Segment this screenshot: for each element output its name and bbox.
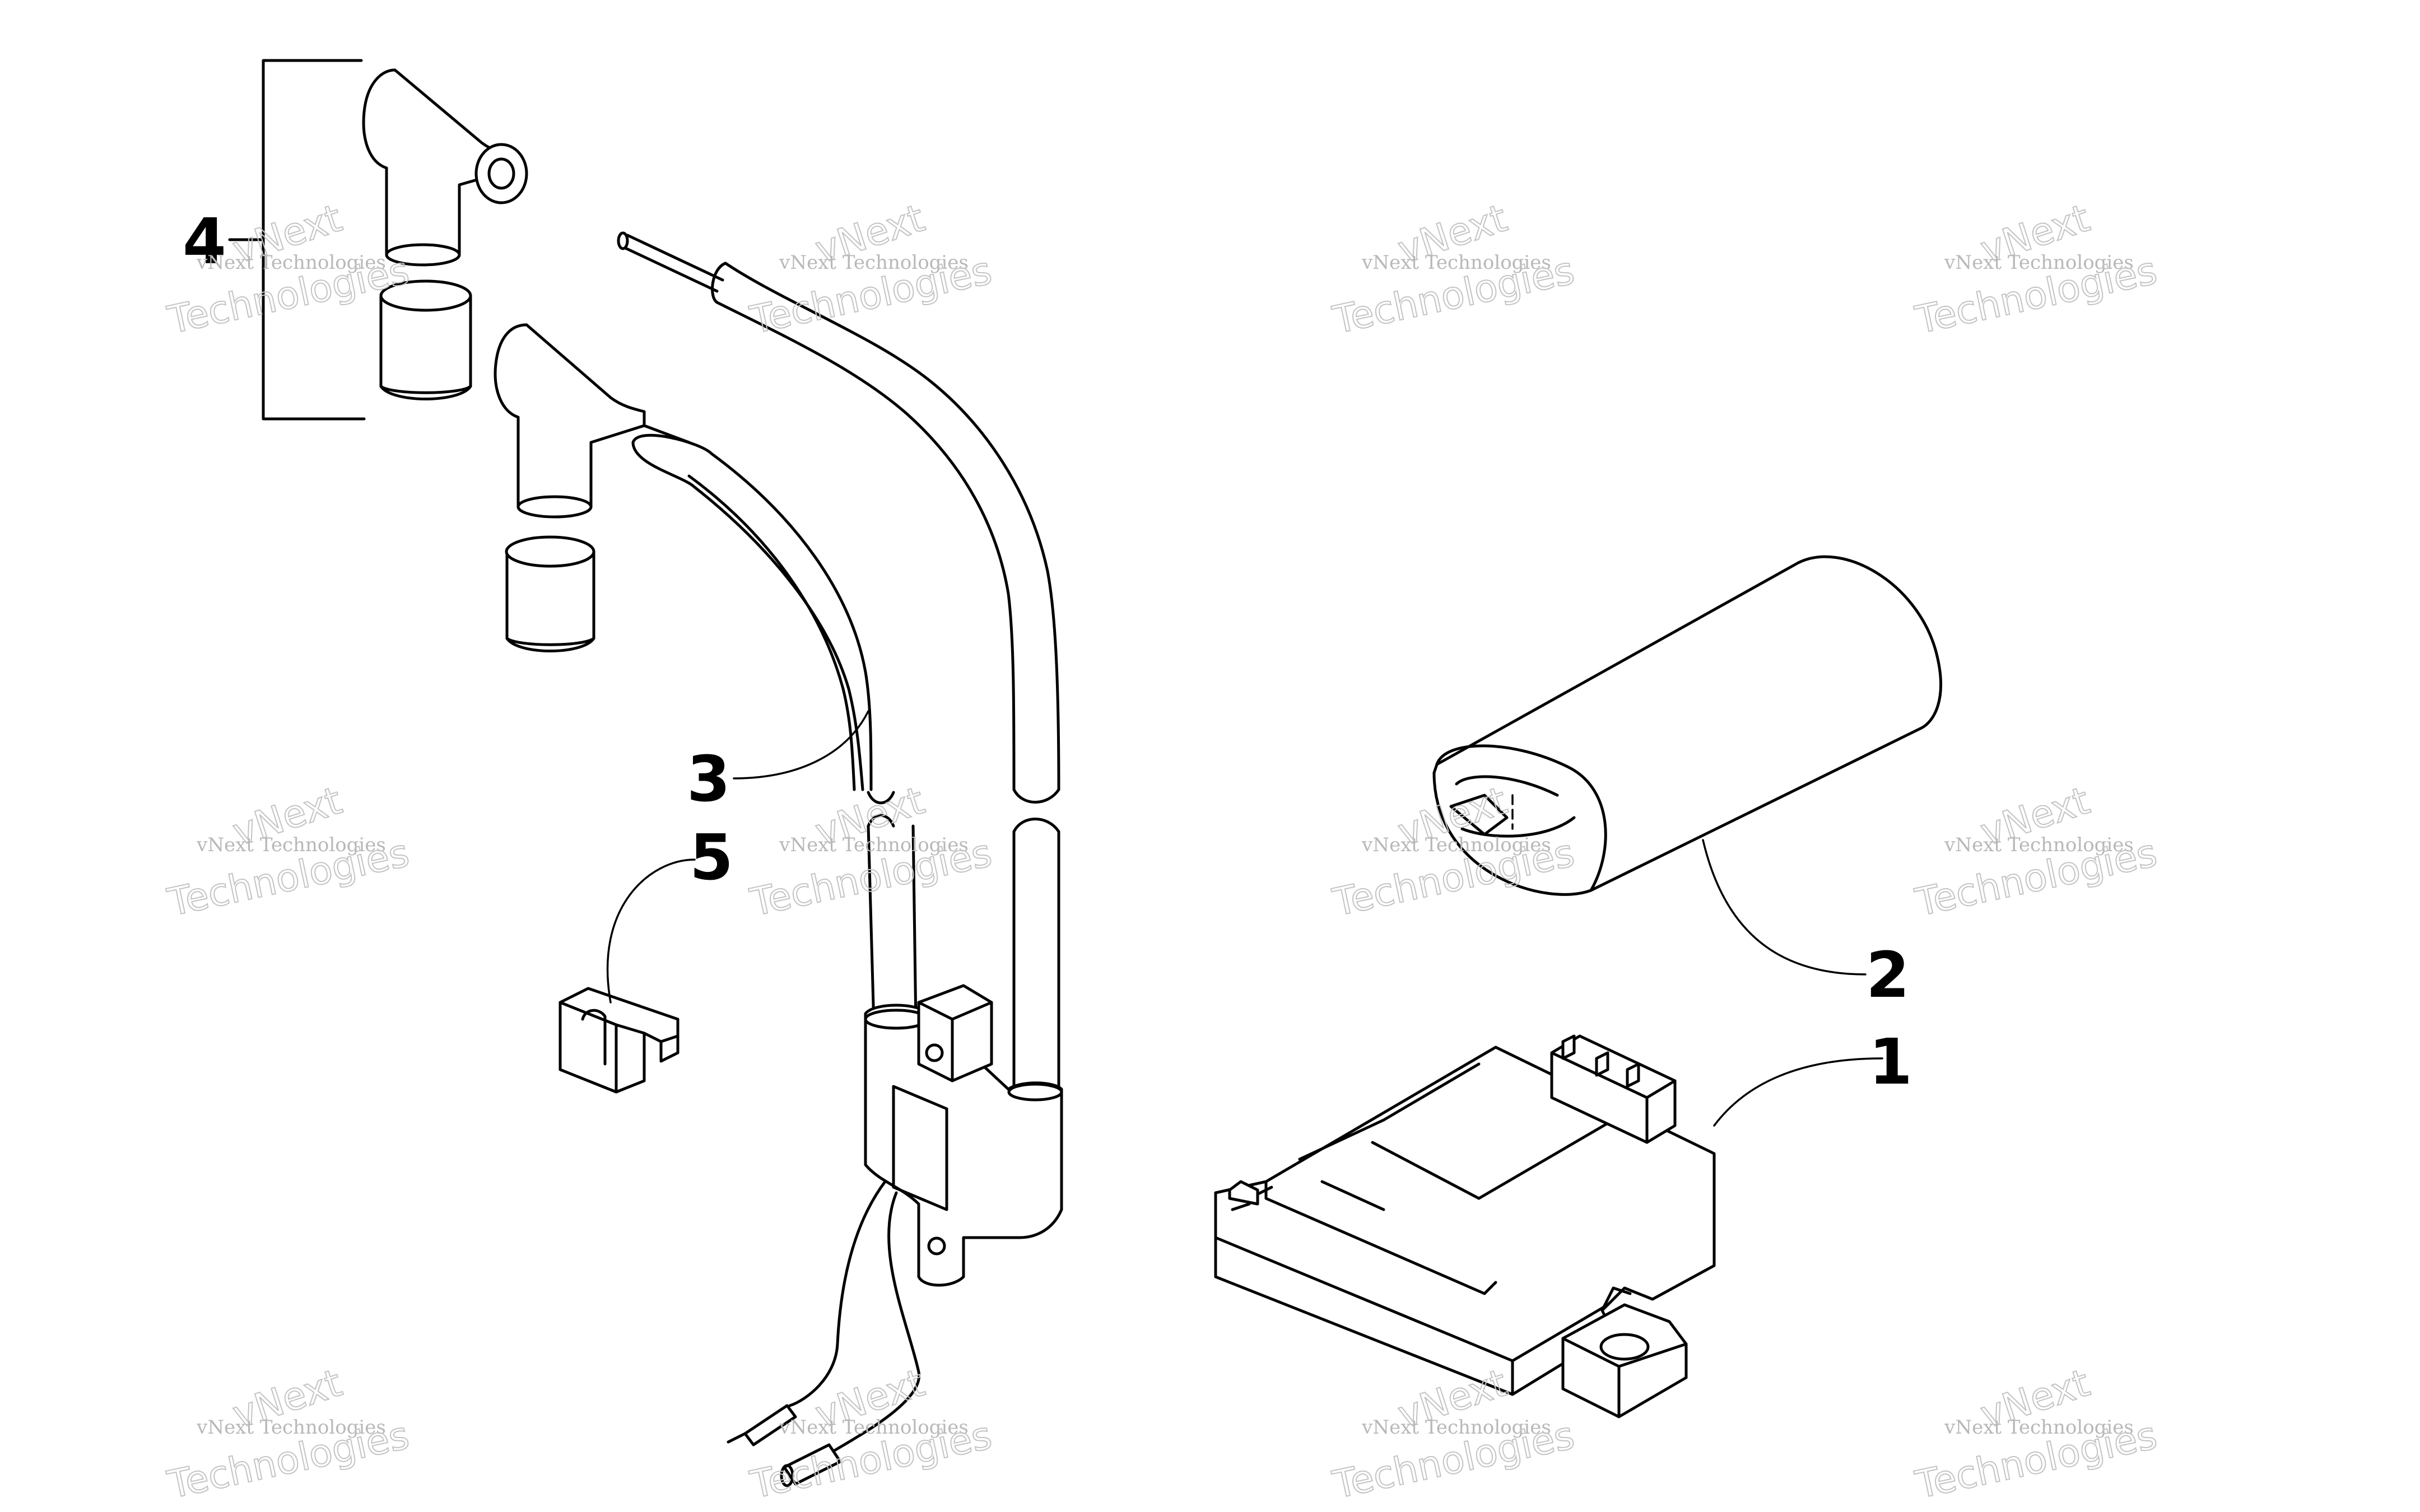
watermark-line-small: vNext Technologies bbox=[1944, 251, 2134, 274]
leader-lines bbox=[607, 710, 1883, 1127]
watermark-line-small: vNext Technologies bbox=[196, 834, 386, 856]
watermark-line-small: vNext Technologies bbox=[196, 1416, 386, 1439]
watermark-line-small: vNext Technologies bbox=[779, 1416, 969, 1439]
watermark-line-small: vNext Technologies bbox=[196, 251, 386, 274]
callout-1: 1 bbox=[1869, 1026, 1912, 1099]
callout-5: 5 bbox=[690, 822, 733, 894]
callout-4: 4 bbox=[183, 206, 226, 278]
watermark-line-small: vNext Technologies bbox=[1361, 834, 1551, 856]
part-5-wire-clip bbox=[559, 987, 680, 1094]
part-1-cdi-module bbox=[1214, 1034, 1716, 1418]
watermark-line-small: vNext Technologies bbox=[1944, 1416, 2134, 1439]
callout-3: 3 bbox=[687, 743, 730, 816]
watermark-line-small: vNext Technologies bbox=[1361, 1416, 1551, 1439]
watermark-line-small: vNext Technologies bbox=[1944, 834, 2134, 856]
part-4-spark-plug-caps bbox=[228, 59, 646, 652]
part-2-cover-sleeve bbox=[1432, 555, 1942, 896]
watermark-line-small: vNext Technologies bbox=[779, 251, 969, 274]
callout-labels: 1 2 3 4 5 bbox=[183, 206, 1912, 1099]
callout-2: 2 bbox=[1866, 939, 1910, 1012]
watermark-line-small: vNext Technologies bbox=[779, 834, 969, 856]
watermark-line-small: vNext Technologies bbox=[1361, 251, 1551, 274]
